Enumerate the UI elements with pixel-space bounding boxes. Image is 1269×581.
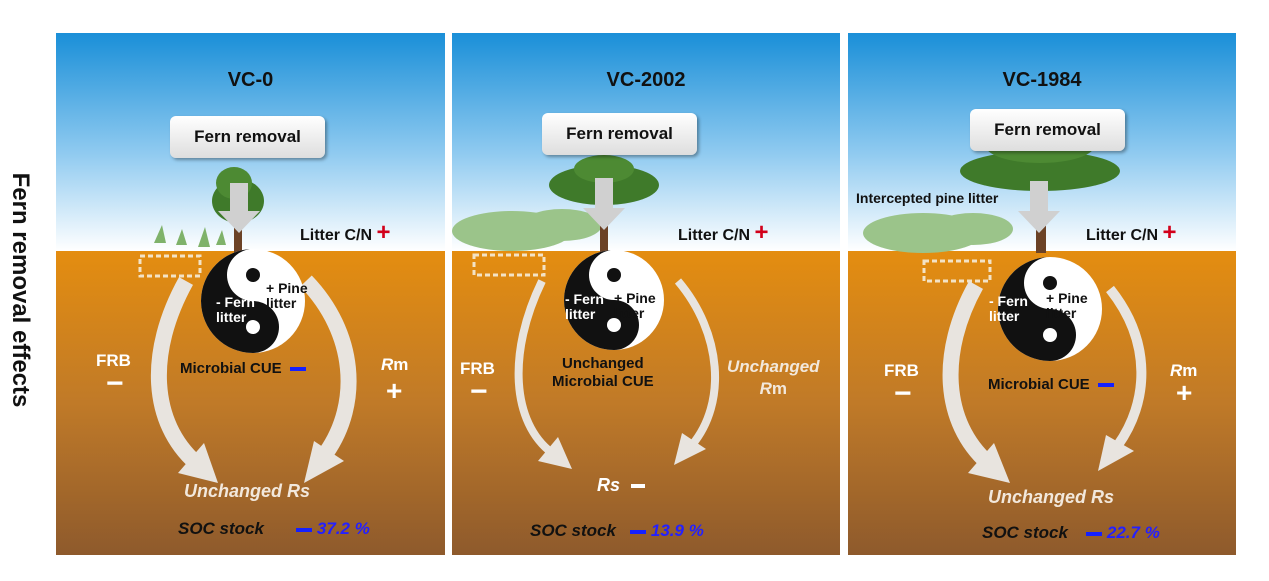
microbial-cue-label: Microbial CUE [180,360,306,377]
rm-flow-arrow [1106,285,1147,448]
fern-removal-box: Fern removal [170,116,325,158]
panel-vc-2002-scene [452,33,840,555]
frb-flow-arrow [514,279,555,457]
litter-cn-label: Litter C/N + [300,219,391,246]
litter-dashed-box [472,253,546,277]
rm-label: Rm [1170,361,1198,380]
minus-icon [289,367,306,372]
plus-icon: + [376,219,391,246]
minus-icon [296,527,313,532]
frb-flow-arrow [942,281,994,469]
frb-label: FRB [96,351,131,370]
down-arrow-icon [218,183,260,233]
frb-label: FRB [460,359,495,378]
panel-title: VC-1984 [1002,69,1082,91]
rm-plus-sign: + [1176,377,1193,408]
rm-flow-arrow [674,278,720,448]
panel-vc-0-scene [56,33,445,555]
soc-stock-row: SOC stock 22.7 % [982,523,1160,542]
plus-icon: + [754,219,769,246]
rm-label: Rm [381,355,409,374]
fern-removal-box: Fern removal [542,113,697,155]
panel-title: VC-0 [227,69,274,91]
frb-minus-sign: − [894,377,912,410]
small-fern-icon [154,225,226,247]
fern-removal-box: Fern removal [970,109,1125,151]
down-arrow-icon [1018,181,1060,233]
fern-patch-icon [452,209,602,251]
fern-removal-effects-label: Fern removal effects [7,172,34,408]
frb-label: FRB [884,361,919,380]
rm-plus-sign: + [386,375,403,406]
rs-label: Unchanged Rs [184,481,311,501]
plus-icon: + [1162,219,1177,246]
microbial-cue-label: Microbial CUE [988,376,1114,393]
minus-icon [631,484,646,489]
rs-label: Rs [597,475,646,496]
soc-stock-row: SOC stock 13.9 % [530,521,704,540]
panel-vc-2002: VC-2002 Fern removal Litter C/N + - Fern… [452,33,840,555]
minus-icon [1097,383,1114,388]
minus-icon [630,529,647,534]
yin-yang-icon [564,250,664,350]
intercepted-pine-litter-label: Intercepted pine litter [856,190,999,206]
soc-stock-row: SOC stock 37.2 % [178,519,370,538]
frb-minus-sign: − [106,367,124,400]
down-arrow-icon [583,178,625,230]
yin-yang-icon [201,249,305,353]
yin-yang-icon [998,257,1102,361]
panel-vc-1984-scene [848,33,1236,555]
rs-label: Unchanged Rs [988,487,1115,507]
litter-dashed-box [922,259,992,283]
panel-vc-1984: VC-1984 Fern removal Intercepted pine li… [848,33,1236,555]
fern-patch-icon [863,213,1013,253]
minus-icon [1086,531,1103,536]
frb-flow-arrow [150,277,202,469]
rm-flow-arrow [300,275,357,458]
panel-title: VC-2002 [606,69,686,91]
litter-cn-label: Litter C/N + [1086,219,1177,246]
frb-minus-sign: − [470,375,488,408]
litter-cn-label: Litter C/N + [678,219,769,246]
